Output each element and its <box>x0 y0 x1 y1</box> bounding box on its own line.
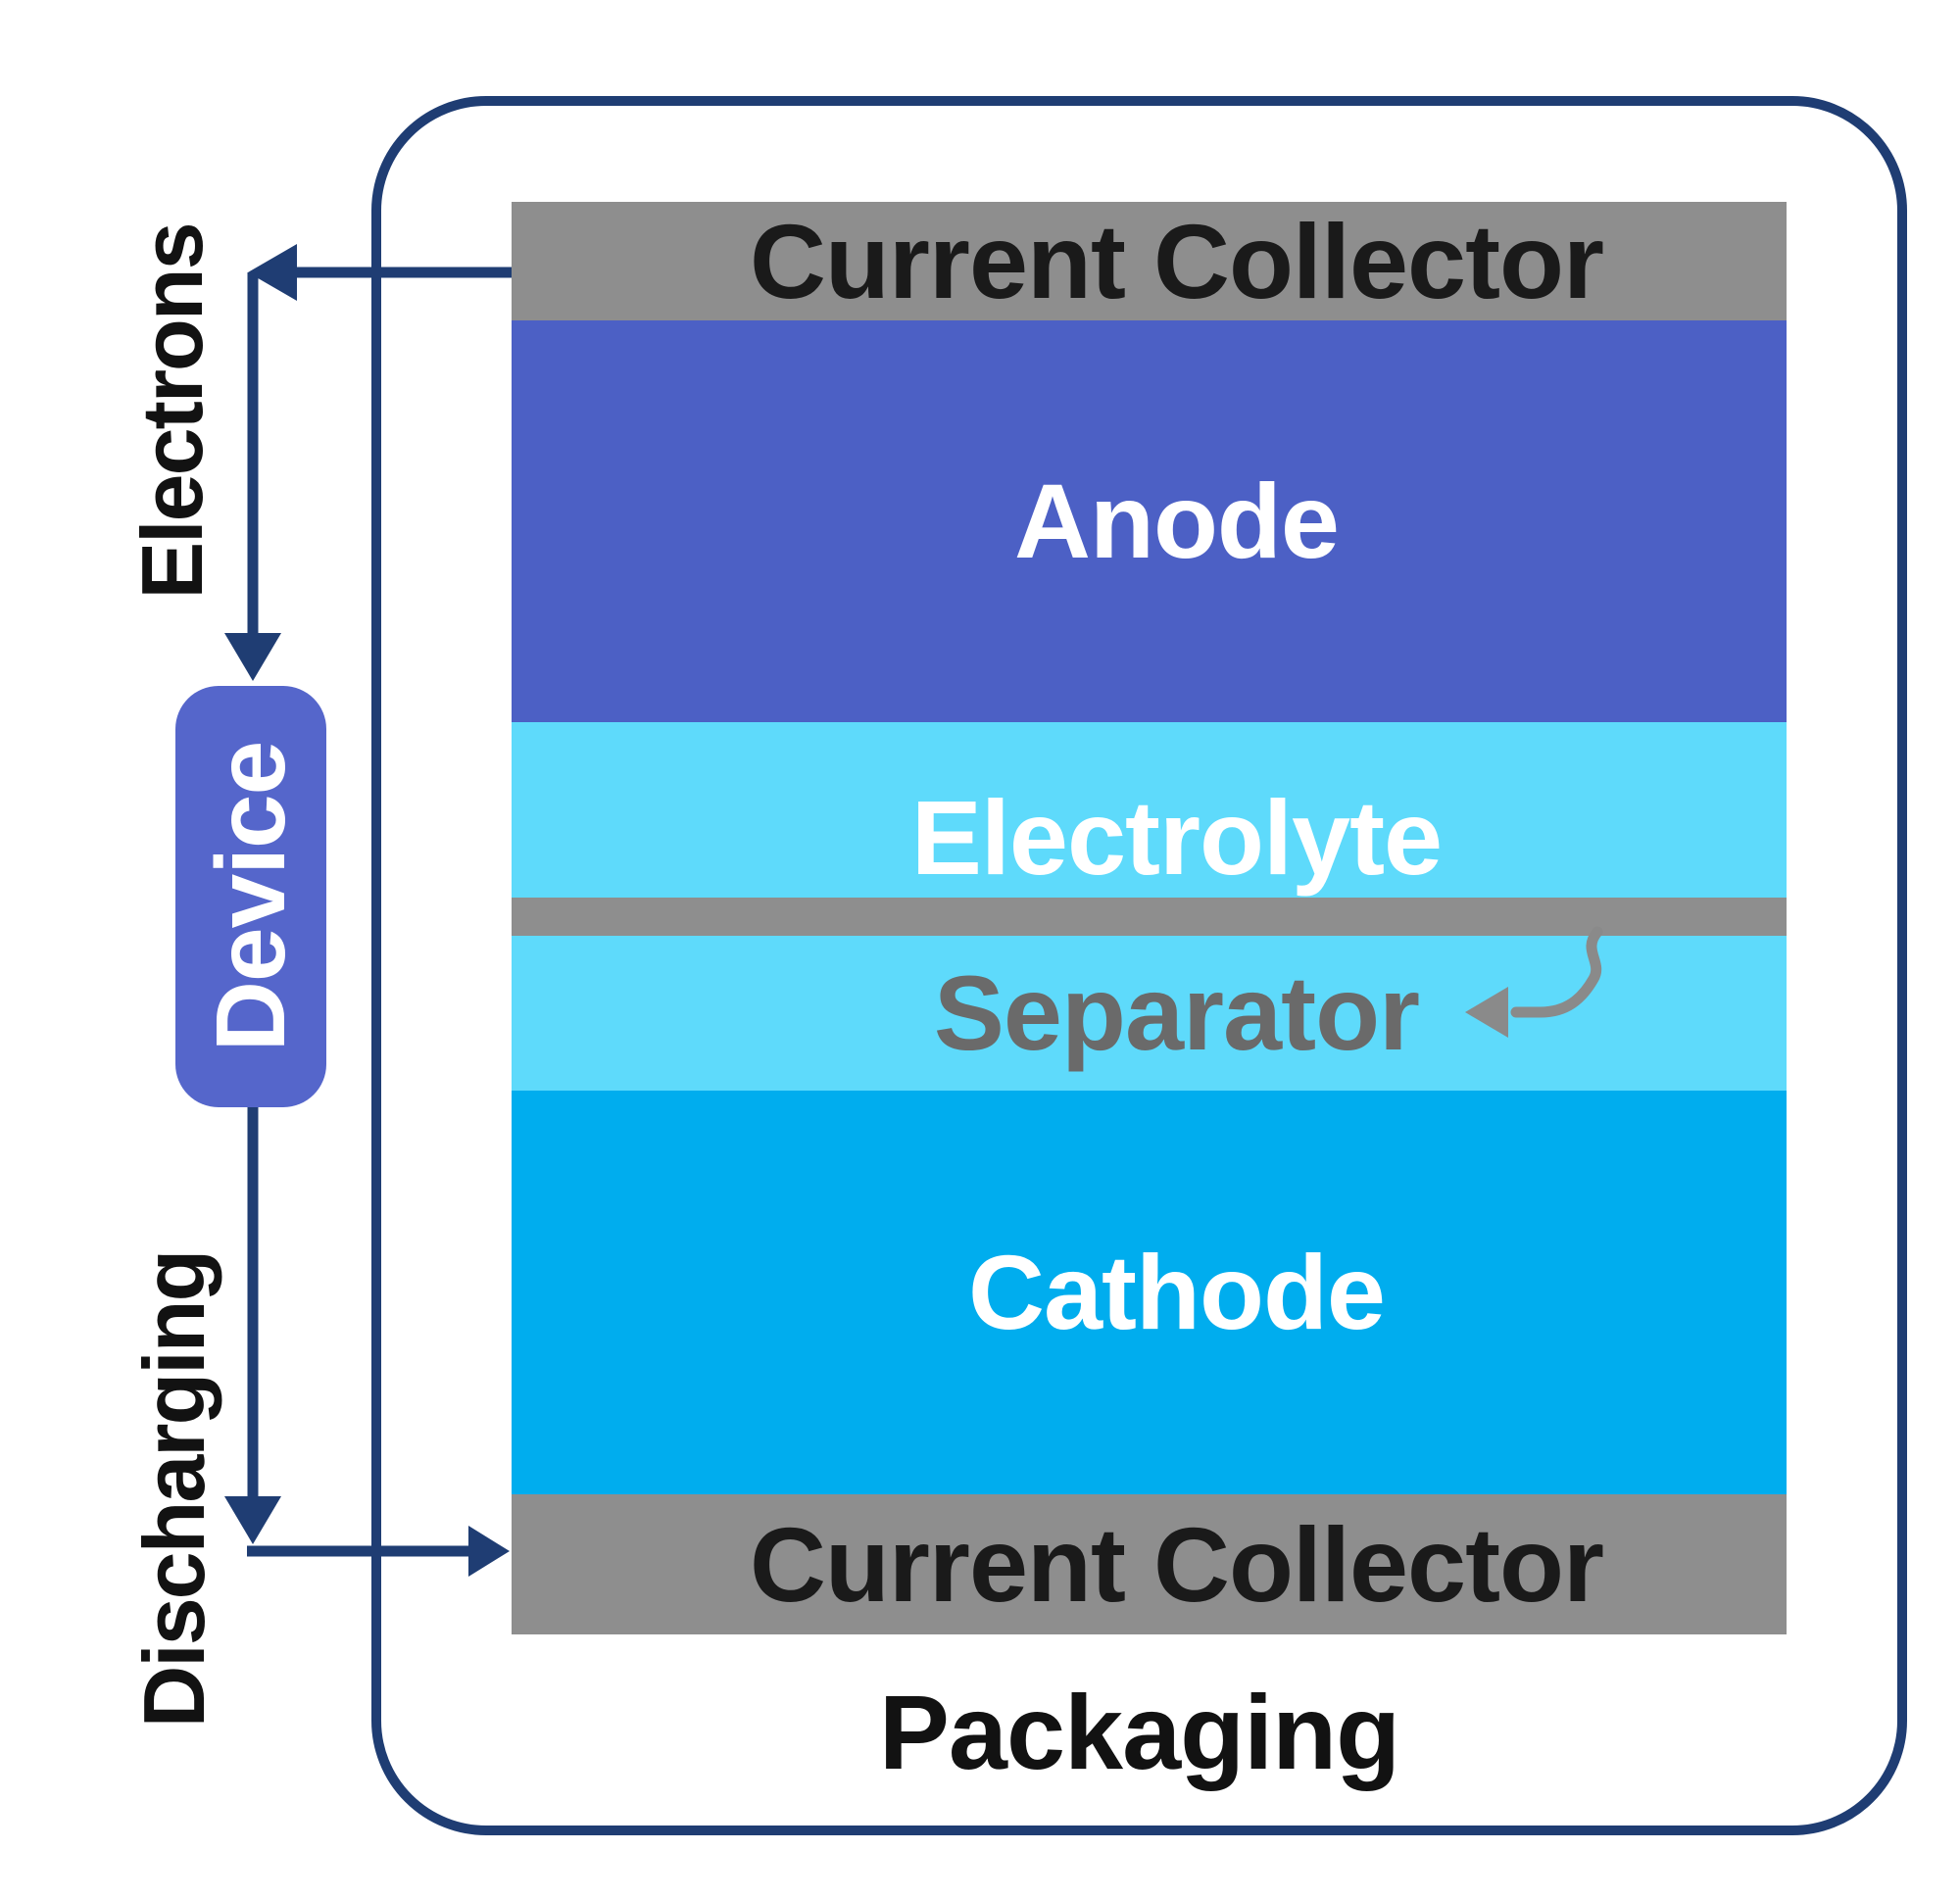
layer-separator-region: Separator <box>512 936 1787 1091</box>
cathode-label: Cathode <box>968 1233 1386 1351</box>
layer-anode: Anode <box>512 320 1787 722</box>
battery-stack: Current Collector Anode Electrolyte Sepa… <box>512 202 1787 1634</box>
device-label: Device <box>196 741 306 1052</box>
arrow-left-icon <box>248 244 297 301</box>
layer-current-collector-bottom: Current Collector <box>512 1494 1787 1634</box>
current-collector-bottom-label: Current Collector <box>749 1504 1604 1624</box>
packaging-label: Packaging <box>878 1673 1400 1791</box>
electrons-label: Electrons <box>123 223 220 600</box>
current-collector-top-label: Current Collector <box>749 201 1604 320</box>
layer-current-collector-top: Current Collector <box>512 202 1787 320</box>
layer-electrolyte: Electrolyte <box>512 722 1787 898</box>
electrolyte-label: Electrolyte <box>910 777 1443 897</box>
layer-cathode: Cathode <box>512 1091 1787 1494</box>
discharging-label: Discharging <box>125 1250 222 1729</box>
anode-label: Anode <box>1014 462 1340 580</box>
separator-label: Separator <box>933 953 1420 1072</box>
layer-separator-film <box>512 898 1787 936</box>
device-box: Device <box>175 686 326 1107</box>
arrow-down-icon <box>224 633 281 681</box>
arrow-right-icon <box>468 1526 510 1577</box>
arrow-down-icon-2 <box>224 1496 281 1544</box>
